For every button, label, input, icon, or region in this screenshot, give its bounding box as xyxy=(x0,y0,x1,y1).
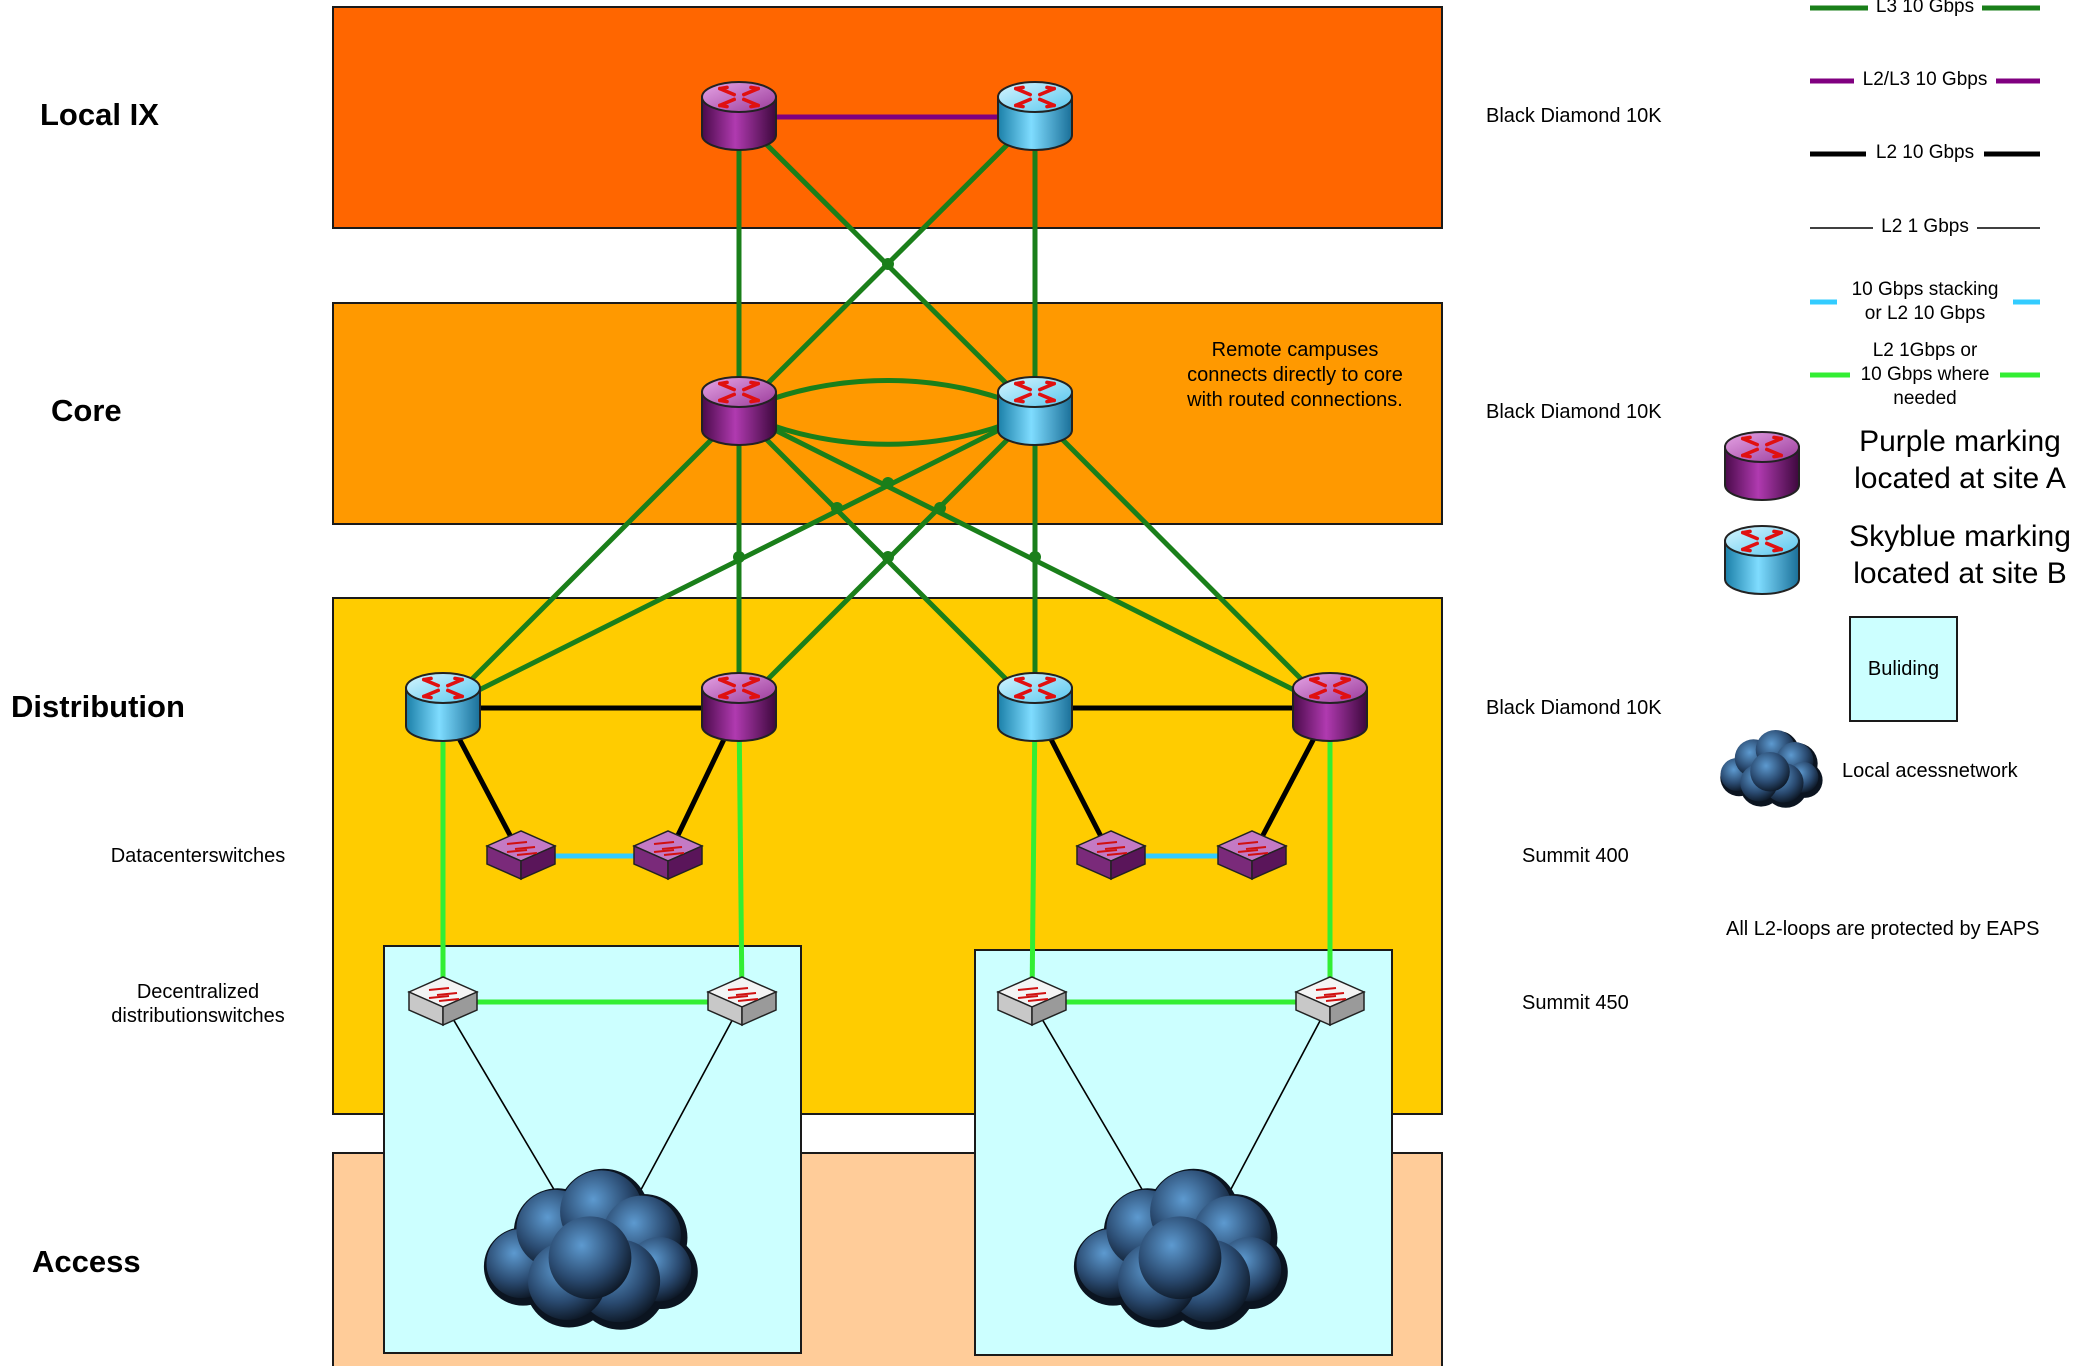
access-cloud-icon-left xyxy=(483,1168,698,1330)
legend-l2-10-label: L2 10 Gbps xyxy=(1866,141,1984,165)
legend-cloud-icon xyxy=(1720,729,1823,808)
crossing-dot xyxy=(882,258,894,270)
devices xyxy=(405,81,1823,1330)
link-coB-d4A xyxy=(1033,410,1332,710)
router-distribution-4 xyxy=(1292,672,1368,742)
distribution-switch-2 xyxy=(706,976,778,1027)
link-d3-ds3 xyxy=(1029,707,1038,1003)
crossing-dot xyxy=(1029,551,1041,563)
sublayer-label-decentralized: Decentralized distributionswitches xyxy=(111,981,285,1027)
legend-building-box: Buliding xyxy=(1849,616,1958,722)
link-core-bottom-arc xyxy=(737,409,1037,447)
router-distribution-3 xyxy=(997,672,1073,742)
legend-l2-1-label: L2 1 Gbps xyxy=(1873,215,1977,239)
l2-1g-links xyxy=(442,1001,1331,1226)
link-core-top-arc xyxy=(737,378,1037,415)
router-ix-site-a xyxy=(701,81,777,151)
access-cloud-icon-right xyxy=(1073,1168,1288,1330)
datacenter-switch-1 xyxy=(485,830,557,881)
distribution-switch-4 xyxy=(1294,976,1366,1027)
legend-skyblue-label: Skyblue marking located at site B xyxy=(1849,520,2071,590)
model-label-local-ix: Black Diamond 10K xyxy=(1486,105,1662,127)
distribution-switch-1 xyxy=(407,976,479,1027)
router-distribution-2 xyxy=(701,672,777,742)
link-d2-ds2 xyxy=(736,707,745,1003)
model-label-distribution: Black Diamond 10K xyxy=(1486,697,1662,719)
model-label-decentralized: Summit 450 xyxy=(1522,992,1629,1014)
router-distribution-1 xyxy=(405,672,481,742)
legend-purple-router-icon xyxy=(1724,431,1800,501)
sublayer-label-datacenter: Datacenterswitches xyxy=(110,845,286,867)
model-label-datacenter: Summit 400 xyxy=(1522,845,1629,867)
layer-label-core: Core xyxy=(51,393,122,428)
router-ix-site-b xyxy=(997,81,1073,151)
datacenter-switch-3 xyxy=(1075,830,1147,881)
datacenter-switch-4 xyxy=(1216,830,1288,881)
layer-label-access: Access xyxy=(32,1244,141,1279)
crossing-dot xyxy=(934,502,946,514)
l2-10g-links xyxy=(440,705,1333,858)
legend-skyblue-router-icon xyxy=(1724,525,1800,595)
distribution-switch-3 xyxy=(996,976,1068,1027)
router-core-site-b xyxy=(997,376,1073,446)
crossing-dot xyxy=(733,551,745,563)
crossing-dot xyxy=(882,551,894,563)
legend-purple-label: Purple marking located at site A xyxy=(1854,425,2066,495)
crossing-dot xyxy=(882,477,894,489)
link-ds1-cloud1 xyxy=(442,1001,576,1226)
link-ds4-cloud2 xyxy=(1211,1001,1331,1226)
model-label-core: Black Diamond 10K xyxy=(1486,401,1662,423)
legend-access-net-label: Local acessnetwork xyxy=(1842,760,2018,782)
datacenter-switch-2 xyxy=(632,830,704,881)
legend-stacking-label: 10 Gbps stacking or L2 10 Gbps xyxy=(1837,278,2013,326)
link-ds3-cloud2 xyxy=(1031,1001,1164,1226)
l2-1g-or-10g-links xyxy=(440,707,1333,1005)
layer-label-distribution: Distribution xyxy=(11,689,185,724)
remote-campuses-note: Remote campuses connects directly to cor… xyxy=(1187,339,1403,411)
legend-l2-1-or-10-label: L2 1Gbps or 10 Gbps where needed xyxy=(1850,339,2000,411)
l3-10g-links xyxy=(441,115,1332,711)
legend-l3-label: L3 10 Gbps xyxy=(1868,0,1982,19)
crossing-dot xyxy=(831,502,843,514)
link-coA-d1B xyxy=(441,410,741,710)
layer-label-local-ix: Local IX xyxy=(40,97,159,132)
link-ds2-cloud1 xyxy=(621,1001,743,1226)
router-core-site-a xyxy=(701,376,777,446)
legend-l2l3-label: L2/L3 10 Gbps xyxy=(1854,68,1996,92)
legend-building-label: Buliding xyxy=(1867,657,1940,680)
legend-eaps-note: All L2-loops are protected by EAPS xyxy=(1726,918,2040,940)
